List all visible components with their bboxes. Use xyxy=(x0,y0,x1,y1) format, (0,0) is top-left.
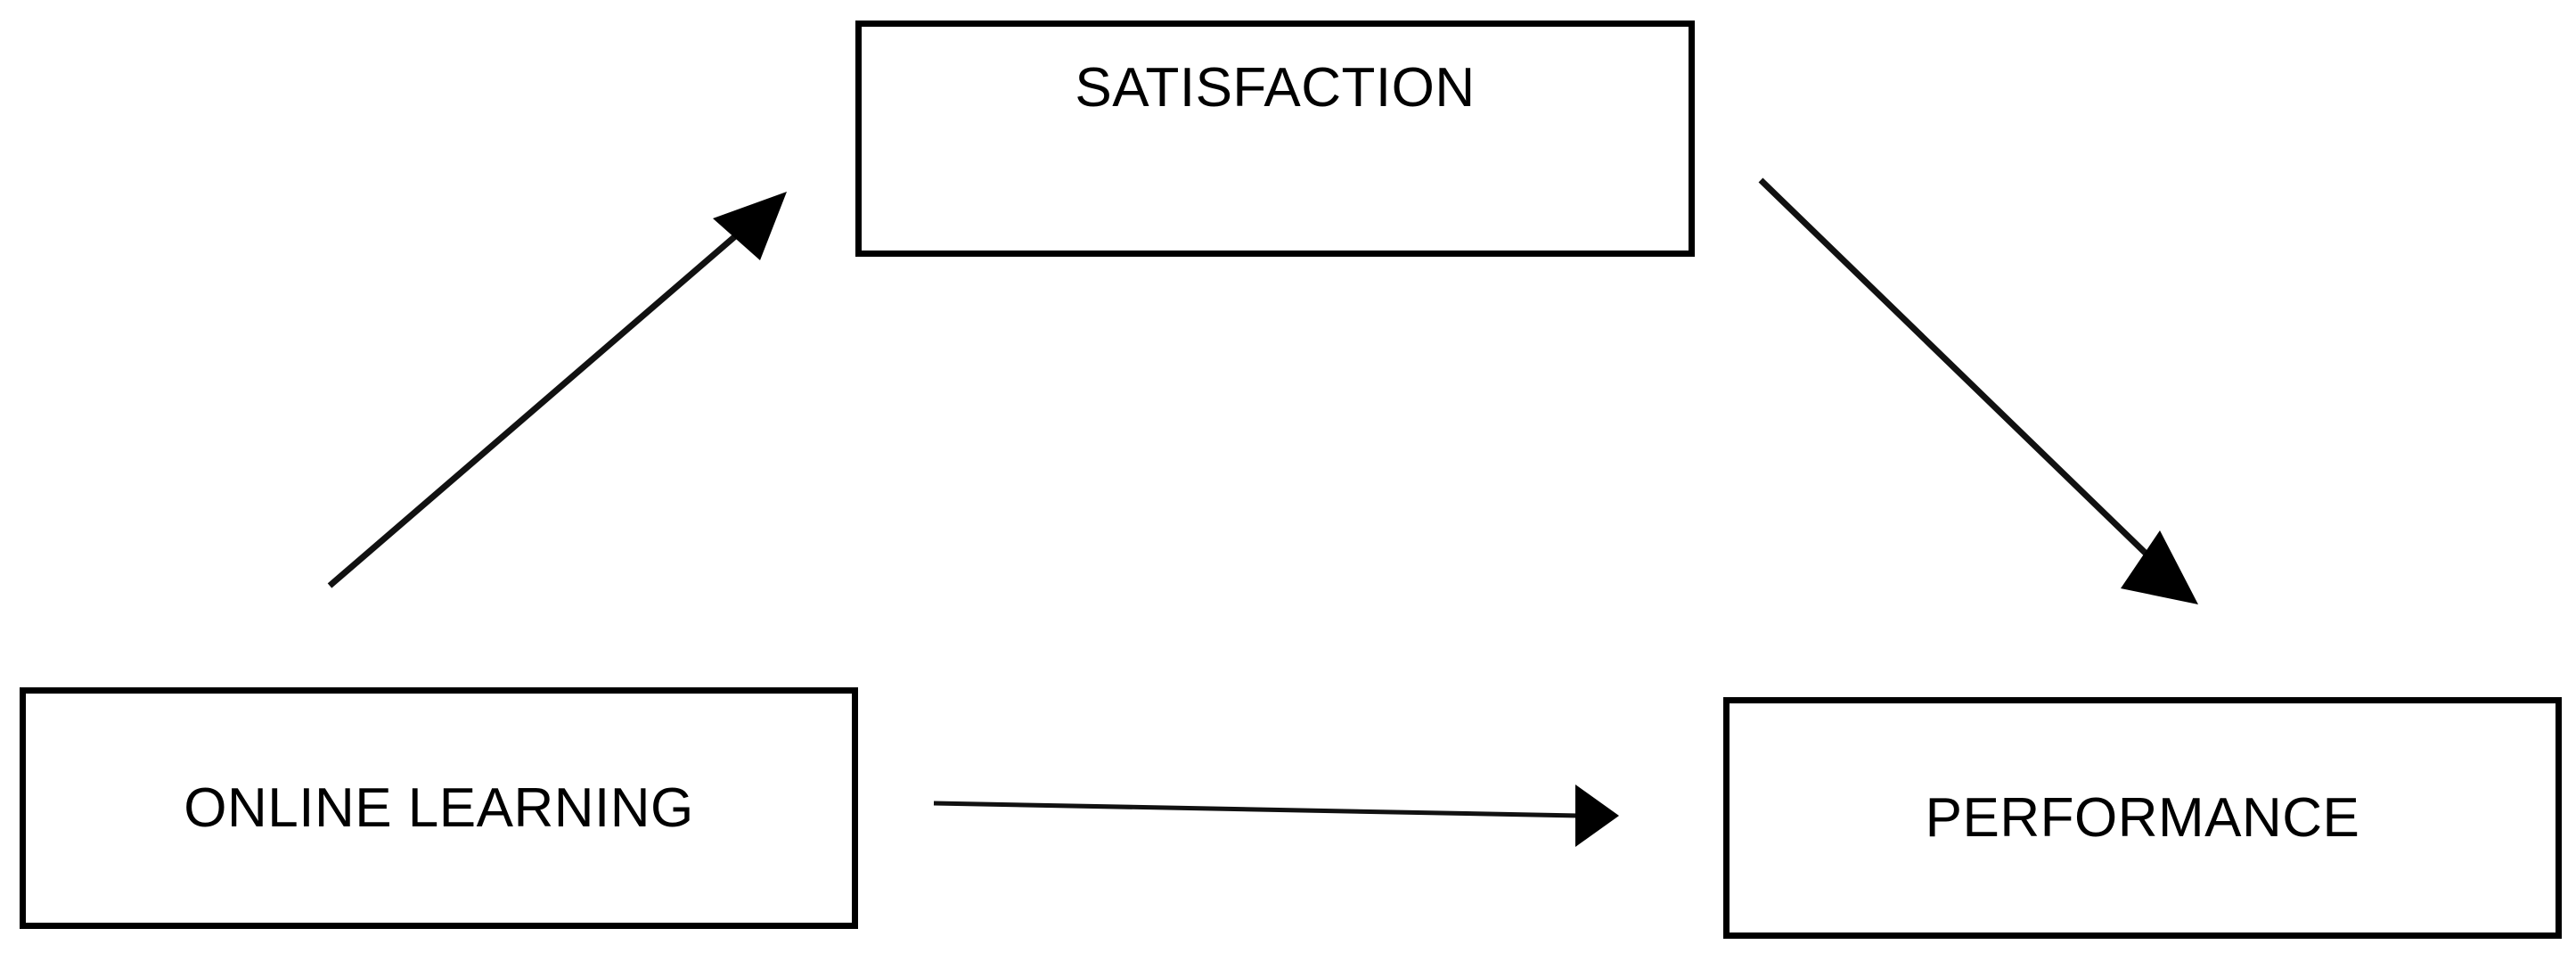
arrowhead-icon-online-learning-to-satisfaction xyxy=(713,192,787,260)
arrowhead-icon-satisfaction-to-performance xyxy=(2121,530,2198,604)
edge-satisfaction-to-performance xyxy=(1758,177,2198,604)
node-online-learning-label: ONLINE LEARNING xyxy=(184,776,694,839)
edge-line-satisfaction-to-performance xyxy=(1758,177,2166,573)
arrowhead-icon-online-learning-to-performance xyxy=(1575,785,1619,847)
edge-line-online-learning-to-performance xyxy=(933,801,1580,818)
edge-online-learning-to-satisfaction xyxy=(327,192,787,588)
node-online-learning[interactable]: ONLINE LEARNING xyxy=(20,687,858,929)
edge-online-learning-to-performance xyxy=(933,785,1619,847)
node-performance-label: PERFORMANCE xyxy=(1925,786,2360,849)
node-satisfaction[interactable]: SATISFACTION xyxy=(855,21,1695,257)
node-satisfaction-label: SATISFACTION xyxy=(1075,57,1476,119)
edge-line-online-learning-to-satisfaction xyxy=(327,218,756,588)
node-performance[interactable]: PERFORMANCE xyxy=(1723,697,2562,939)
